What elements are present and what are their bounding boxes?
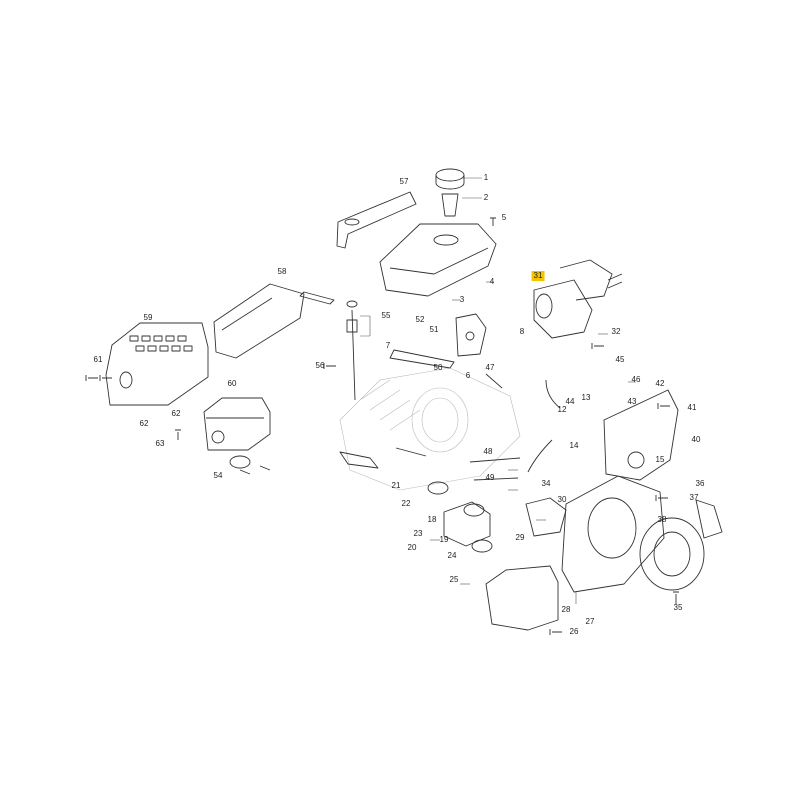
governor-bracket: [455, 313, 487, 357]
callout-4: 4: [489, 277, 495, 286]
starter-motor: [533, 279, 593, 339]
callout-61: 61: [93, 355, 103, 364]
callout-46: 46: [631, 375, 641, 384]
callout-27: 27: [585, 617, 595, 626]
callout-6: 6: [465, 371, 471, 380]
callout-32: 32: [611, 327, 621, 336]
callout-3: 3: [459, 295, 465, 304]
throttle-rod: [469, 457, 521, 463]
callout-29: 29: [515, 533, 525, 542]
callout-12: 12: [557, 405, 567, 414]
air-cleaner-element: [203, 397, 271, 451]
fuel-line: [545, 379, 561, 409]
recoil-starter: [639, 517, 705, 591]
callout-15: 15: [655, 455, 665, 464]
callout-26: 26: [569, 627, 579, 636]
callout-21: 21: [391, 481, 401, 490]
air-cleaner-cover: [105, 322, 209, 406]
callout-48: 48: [483, 447, 493, 456]
callout-43: 43: [627, 397, 637, 406]
air-cleaner-vents: [129, 335, 193, 352]
callout-63: 63: [155, 439, 165, 448]
muffler-shroud: [213, 283, 305, 359]
top-cover: [336, 191, 417, 249]
callout-52: 52: [415, 315, 425, 324]
fuel-strainer: [441, 193, 459, 217]
fan-cover-plate: [603, 389, 679, 481]
fuel-cap: [435, 168, 465, 182]
callout-45: 45: [615, 355, 625, 364]
fuel-tank: [379, 223, 497, 297]
callout-40: 40: [691, 435, 701, 444]
callout-30: 30: [557, 495, 567, 504]
callout-41: 41: [687, 403, 697, 412]
callout-51: 51: [429, 325, 439, 334]
callout-24: 24: [447, 551, 457, 560]
callout-13: 13: [581, 393, 591, 402]
callout-59: 59: [143, 313, 153, 322]
callout-23: 23: [413, 529, 423, 538]
breather-tube: [527, 439, 553, 473]
callout-60: 60: [227, 379, 237, 388]
callout-7: 7: [385, 341, 391, 350]
governor-rod: [473, 477, 519, 481]
callout-36: 36: [695, 479, 705, 488]
callout-58: 58: [277, 267, 287, 276]
callout-18: 18: [427, 515, 437, 524]
callout-8: 8: [519, 327, 525, 336]
callout-57: 57: [399, 177, 409, 186]
leader-lines: [360, 177, 636, 604]
carburetor: [443, 501, 491, 547]
callout-31: 31: [531, 271, 545, 281]
dipstick: [351, 309, 356, 401]
control-lever: [389, 349, 455, 369]
callout-1: 1: [483, 173, 489, 182]
callout-37: 37: [689, 493, 699, 502]
callout-5: 5: [501, 213, 507, 222]
callout-28: 28: [561, 605, 571, 614]
callout-25: 25: [449, 575, 459, 584]
callout-19: 19: [439, 535, 449, 544]
callout-62a: 62: [139, 419, 149, 428]
callout-47: 47: [485, 363, 495, 372]
callout-54: 54: [213, 471, 223, 480]
starter-handle: [695, 499, 723, 539]
callout-14: 14: [569, 441, 579, 450]
callout-55: 55: [381, 311, 391, 320]
callout-20: 20: [407, 543, 417, 552]
gasket: [427, 481, 449, 495]
callout-42: 42: [655, 379, 665, 388]
callout-44: 44: [565, 397, 575, 406]
engine-block: [339, 367, 521, 491]
callout-22: 22: [401, 499, 411, 508]
ignition-coil: [525, 497, 567, 537]
callout-34: 34: [541, 479, 551, 488]
callout-2: 2: [483, 193, 489, 202]
callout-38: 38: [657, 515, 667, 524]
insulator: [229, 455, 251, 469]
callout-62b: 62: [171, 409, 181, 418]
callout-50: 50: [433, 363, 443, 372]
callout-35: 35: [673, 603, 683, 612]
fasteners: [85, 217, 679, 635]
callout-49: 49: [485, 473, 495, 482]
callout-56: 56: [315, 361, 325, 370]
blower-housing: [561, 475, 665, 593]
side-cover: [485, 565, 559, 631]
